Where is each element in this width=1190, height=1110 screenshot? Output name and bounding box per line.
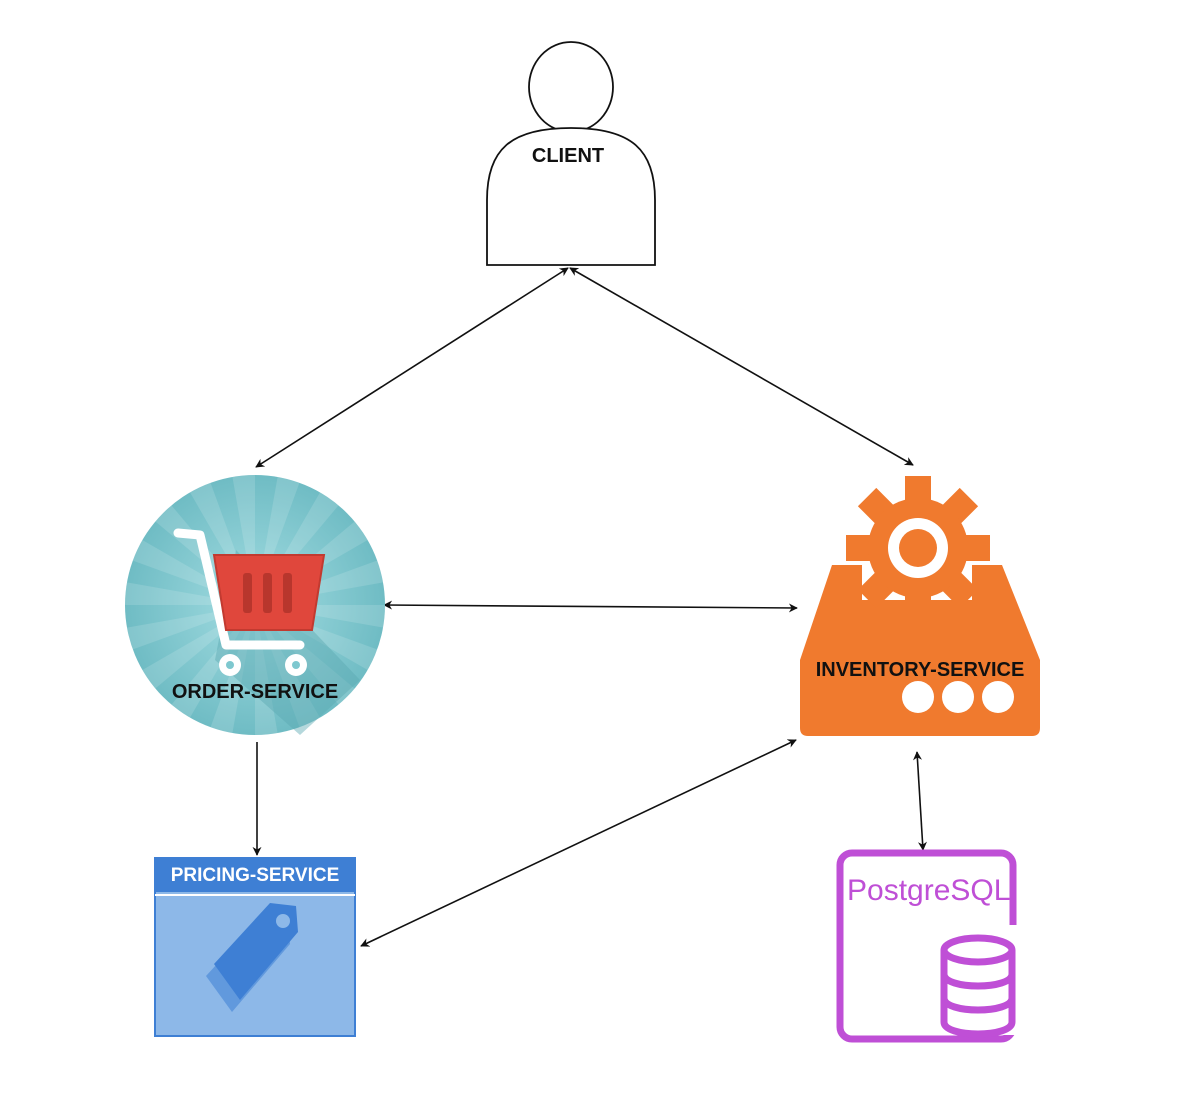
order-service-node: ORDER-SERVICE	[125, 475, 385, 735]
order-service-label: ORDER-SERVICE	[172, 681, 338, 703]
edge-client-inventory	[569, 267, 914, 466]
person-icon	[486, 41, 656, 266]
gear-icon	[846, 476, 990, 620]
edges	[252, 267, 927, 947]
edge-client-order	[255, 267, 569, 468]
edge-pricing-inventory	[360, 739, 797, 947]
client-label: CLIENT	[532, 145, 604, 167]
shopping-cart-icon	[173, 528, 360, 735]
client-node: CLIENT	[486, 41, 656, 266]
server-indicator-lights	[902, 681, 1014, 713]
pricing-service-label: PRICING-SERVICE	[171, 865, 340, 886]
edge-order-inventory	[383, 600, 798, 613]
sunburst-ray	[125, 525, 255, 605]
postgresql-node: PostgreSQL	[836, 849, 1020, 1043]
database-icon	[940, 934, 1016, 1038]
pricing-service-node: PRICING-SERVICE	[154, 857, 356, 1037]
edge-inventory-postgres	[913, 751, 927, 851]
postgresql-label: PostgreSQL	[847, 874, 1010, 907]
inventory-service-label: INVENTORY-SERVICE	[816, 659, 1025, 681]
price-tag-icon	[206, 903, 298, 1012]
inventory-service-node: INVENTORY-SERVICE	[800, 476, 1040, 736]
